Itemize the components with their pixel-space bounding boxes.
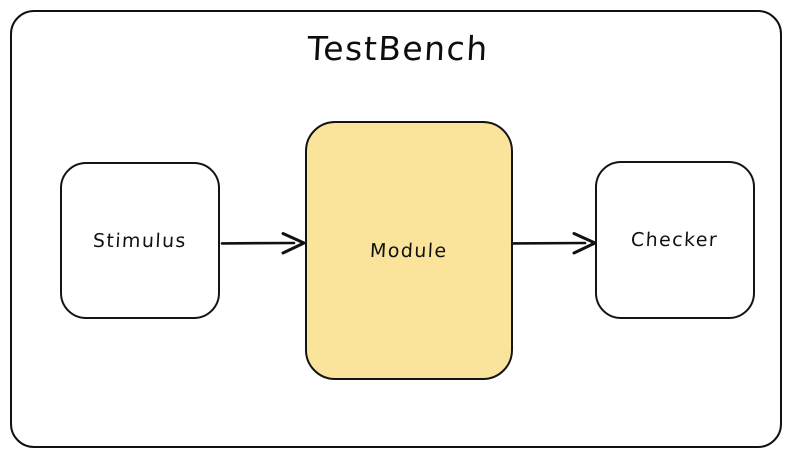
node-checker-label: Checker <box>630 229 720 251</box>
arrow-module-to-checker <box>511 228 597 258</box>
arrow-stimulus-to-module <box>220 228 306 258</box>
arrow-icon <box>511 232 597 255</box>
arrow-icon <box>220 232 306 255</box>
node-module-label: Module <box>369 239 449 262</box>
node-module[interactable]: Module <box>305 121 513 380</box>
node-stimulus-label: Stimulus <box>92 229 188 252</box>
node-checker[interactable]: Checker <box>595 161 755 319</box>
node-stimulus[interactable]: Stimulus <box>60 162 220 319</box>
diagram-title: TestBench <box>306 29 490 68</box>
